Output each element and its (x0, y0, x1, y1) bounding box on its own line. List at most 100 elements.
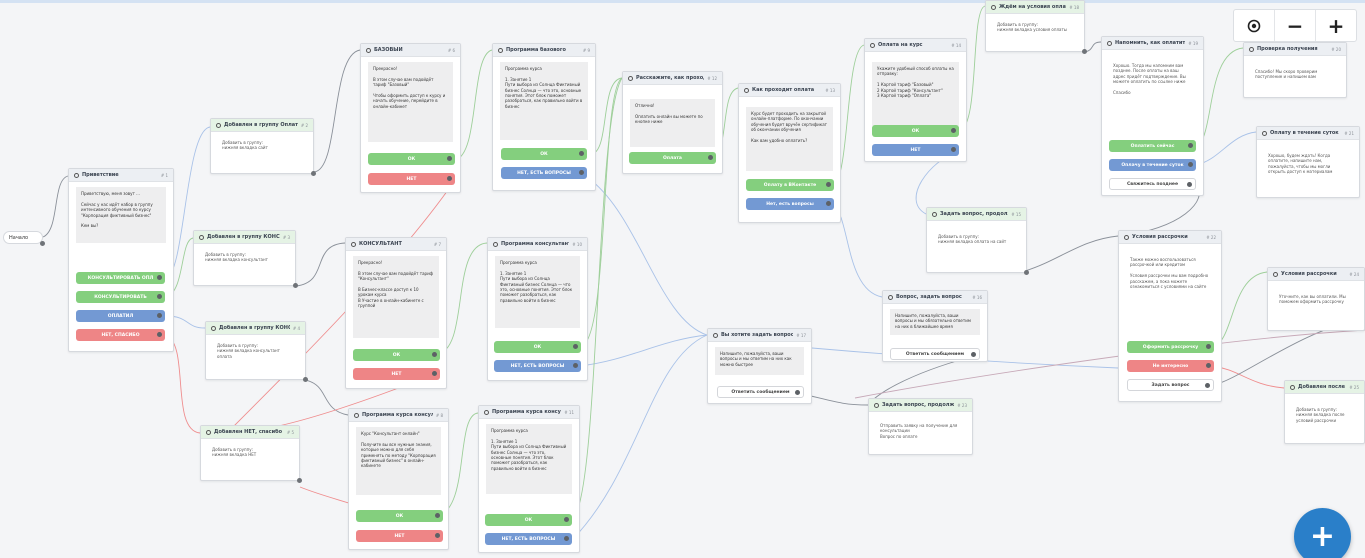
output-port[interactable] (564, 536, 569, 541)
node-header[interactable]: Расскажите, как проходит оплата# 12 (623, 72, 722, 85)
node-header[interactable]: БАЗОВЫЙ# 6 (361, 44, 460, 57)
zoom-out-button[interactable]: − (1275, 10, 1316, 41)
flow-node-message[interactable]: Программа консультант# 10 Программа курс… (487, 237, 588, 381)
node-header[interactable]: Программа курса консультант оплата# 8 (349, 409, 448, 422)
output-port[interactable] (157, 275, 162, 280)
output-port[interactable] (579, 151, 584, 156)
node-button[interactable]: ОК (485, 514, 572, 526)
flow-node-message[interactable]: БАЗОВЫЙ# 6 Прекрасно! В этом случае вам … (360, 43, 461, 193)
output-port[interactable] (432, 352, 437, 357)
flow-node-action[interactable]: Добавлен в группу Оплатил# 2 Добавить в … (210, 118, 316, 176)
node-header[interactable]: Приветствие# 1 (69, 169, 173, 182)
output-port[interactable] (157, 294, 162, 299)
node-header[interactable]: Добавлен НЕТ, спасибо в группу# 5 (201, 426, 299, 439)
add-node-button[interactable]: + (1294, 508, 1351, 558)
output-port[interactable] (1206, 344, 1211, 349)
output-port[interactable] (293, 283, 298, 288)
output-port[interactable] (447, 176, 452, 181)
output-port[interactable] (951, 147, 956, 152)
output-port[interactable] (564, 517, 569, 522)
node-button[interactable]: ОК (368, 153, 455, 165)
output-port[interactable] (1187, 182, 1192, 187)
node-header[interactable]: Условия рассрочки# 24 (1268, 268, 1364, 281)
node-header[interactable]: Добавлен в группу КОНСУЛЬТАНТ ОПЛ# 4 (206, 322, 305, 335)
node-button[interactable]: ОПЛАТИЛ (76, 310, 165, 322)
node-button[interactable]: НЕТ (353, 368, 440, 380)
node-button[interactable]: Свяжитесь позднее (1109, 178, 1196, 190)
output-port[interactable] (826, 201, 831, 206)
flow-node-message[interactable]: Напомнить, как оплатить# 19 Хорошо. Тогд… (1101, 36, 1204, 196)
node-header[interactable]: Добавлен после условий рассрочки# 25 (1285, 381, 1364, 394)
flow-node-message[interactable]: Вы хотите задать вопрос# 17 Напишите, по… (707, 328, 812, 404)
zoom-in-button[interactable]: + (1327, 13, 1345, 38)
node-button[interactable]: Оплатить сейчас (1109, 140, 1196, 152)
node-button[interactable]: Не интересно (1127, 360, 1214, 372)
node-header[interactable]: Задать вопрос, продолжение# 23 (869, 399, 972, 412)
output-port[interactable] (708, 155, 713, 160)
output-port[interactable] (971, 352, 976, 357)
node-button[interactable]: НЕТ, ЕСТЬ ВОПРОСЫ (485, 533, 572, 545)
node-button[interactable]: Оплату в ВКонтакте (746, 179, 834, 191)
node-header[interactable]: Проверка получения# 20 (1244, 43, 1346, 56)
output-port[interactable] (1188, 143, 1193, 148)
flow-node-action[interactable]: Добавлен НЕТ, спасибо в группу# 5 Добави… (200, 425, 302, 483)
flow-node-message[interactable]: Оплата на курс# 14 Укажите удобный спосо… (864, 38, 967, 162)
output-port[interactable] (157, 332, 162, 337)
flow-node-message[interactable]: Проверка получения# 20 Спасибо! Мы скоро… (1243, 42, 1347, 98)
start-output-port[interactable] (40, 241, 45, 246)
output-port[interactable] (1188, 162, 1193, 167)
output-port[interactable] (311, 171, 316, 176)
node-button[interactable]: Ответить сообщением (890, 348, 980, 360)
output-port[interactable] (573, 363, 578, 368)
output-port[interactable] (297, 478, 302, 483)
node-button[interactable]: ОК (356, 510, 443, 522)
flow-node-action[interactable]: Добавлен в группу КОНСУЛЬТАНТ ОПЛ# 4 Доб… (205, 321, 308, 382)
node-header[interactable]: Программа консультант# 10 (488, 238, 587, 251)
output-port[interactable] (579, 170, 584, 175)
output-port[interactable] (826, 182, 831, 187)
flow-node-action[interactable]: Добавлен после условий рассрочки# 25 Доб… (1284, 380, 1365, 444)
flow-node-action[interactable]: Ждём на условия оплаты# 18 Добавить в гр… (985, 0, 1087, 54)
node-button[interactable]: Оплачу в течение суток (1109, 159, 1196, 171)
node-header[interactable]: Оплата на курс# 14 (865, 39, 966, 52)
output-port[interactable] (303, 377, 308, 382)
node-header[interactable]: Оплату в течение суток# 21 (1257, 127, 1359, 140)
node-header[interactable]: Добавлен в группу Оплатил# 2 (211, 119, 313, 132)
node-header[interactable]: Добавлен в группу КОНСУЛЬТАНТ# 3 (194, 231, 295, 244)
node-header[interactable]: КОНСУЛЬТАНТ# 7 (346, 238, 446, 251)
center-view-button[interactable] (1234, 10, 1275, 41)
node-button[interactable]: ОК (872, 125, 959, 137)
output-port[interactable] (447, 156, 452, 161)
output-port[interactable] (435, 513, 440, 518)
node-button[interactable]: Оформить рассрочку (1127, 341, 1214, 353)
node-button[interactable]: ОК (353, 349, 440, 361)
flow-node-message[interactable]: Расскажите, как проходит оплата# 12 Отли… (622, 71, 723, 174)
node-button[interactable]: НЕТ, ЕСТЬ ВОПРОСЫ (501, 167, 587, 179)
output-port[interactable] (1205, 383, 1210, 388)
node-header[interactable]: Программа базового# 9 (493, 44, 595, 57)
node-button[interactable]: Нет, есть вопросы (746, 198, 834, 210)
output-port[interactable] (1024, 270, 1029, 275)
node-header[interactable]: Как проходит оплата# 13 (739, 84, 840, 97)
node-button[interactable]: НЕТ (356, 530, 443, 542)
output-port[interactable] (951, 128, 956, 133)
node-button[interactable]: Ответить сообщением (717, 386, 804, 398)
flow-node-message[interactable]: Как проходит оплата# 13 Курс будет прохо… (738, 83, 841, 223)
output-port[interactable] (432, 371, 437, 376)
node-button[interactable]: НЕТ (368, 173, 455, 185)
flow-node-message[interactable]: Программа базового# 9 Программа курса 1.… (492, 43, 596, 191)
flow-node-message[interactable]: Условия рассрочки# 22 Также можно воспол… (1118, 230, 1222, 402)
node-button[interactable]: ОК (494, 341, 581, 353)
node-header[interactable]: Программа курса консультант# 11 (479, 406, 579, 419)
node-button[interactable]: НЕТ, ЕСТЬ ВОПРОСЫ (494, 360, 581, 372)
flow-node-message[interactable]: Программа курса консультант оплата# 8 Ку… (348, 408, 449, 550)
output-port[interactable] (435, 533, 440, 538)
output-port[interactable] (1082, 49, 1087, 54)
output-port[interactable] (157, 313, 162, 318)
flow-node-message[interactable]: Условия рассрочки# 24 Уточните, как вы о… (1267, 267, 1365, 331)
output-port[interactable] (1206, 363, 1211, 368)
start-node[interactable]: Начало (3, 231, 45, 246)
flow-node-action[interactable]: Задать вопрос, продолжение# 23 Отправить… (868, 398, 973, 455)
output-port[interactable] (795, 390, 800, 395)
